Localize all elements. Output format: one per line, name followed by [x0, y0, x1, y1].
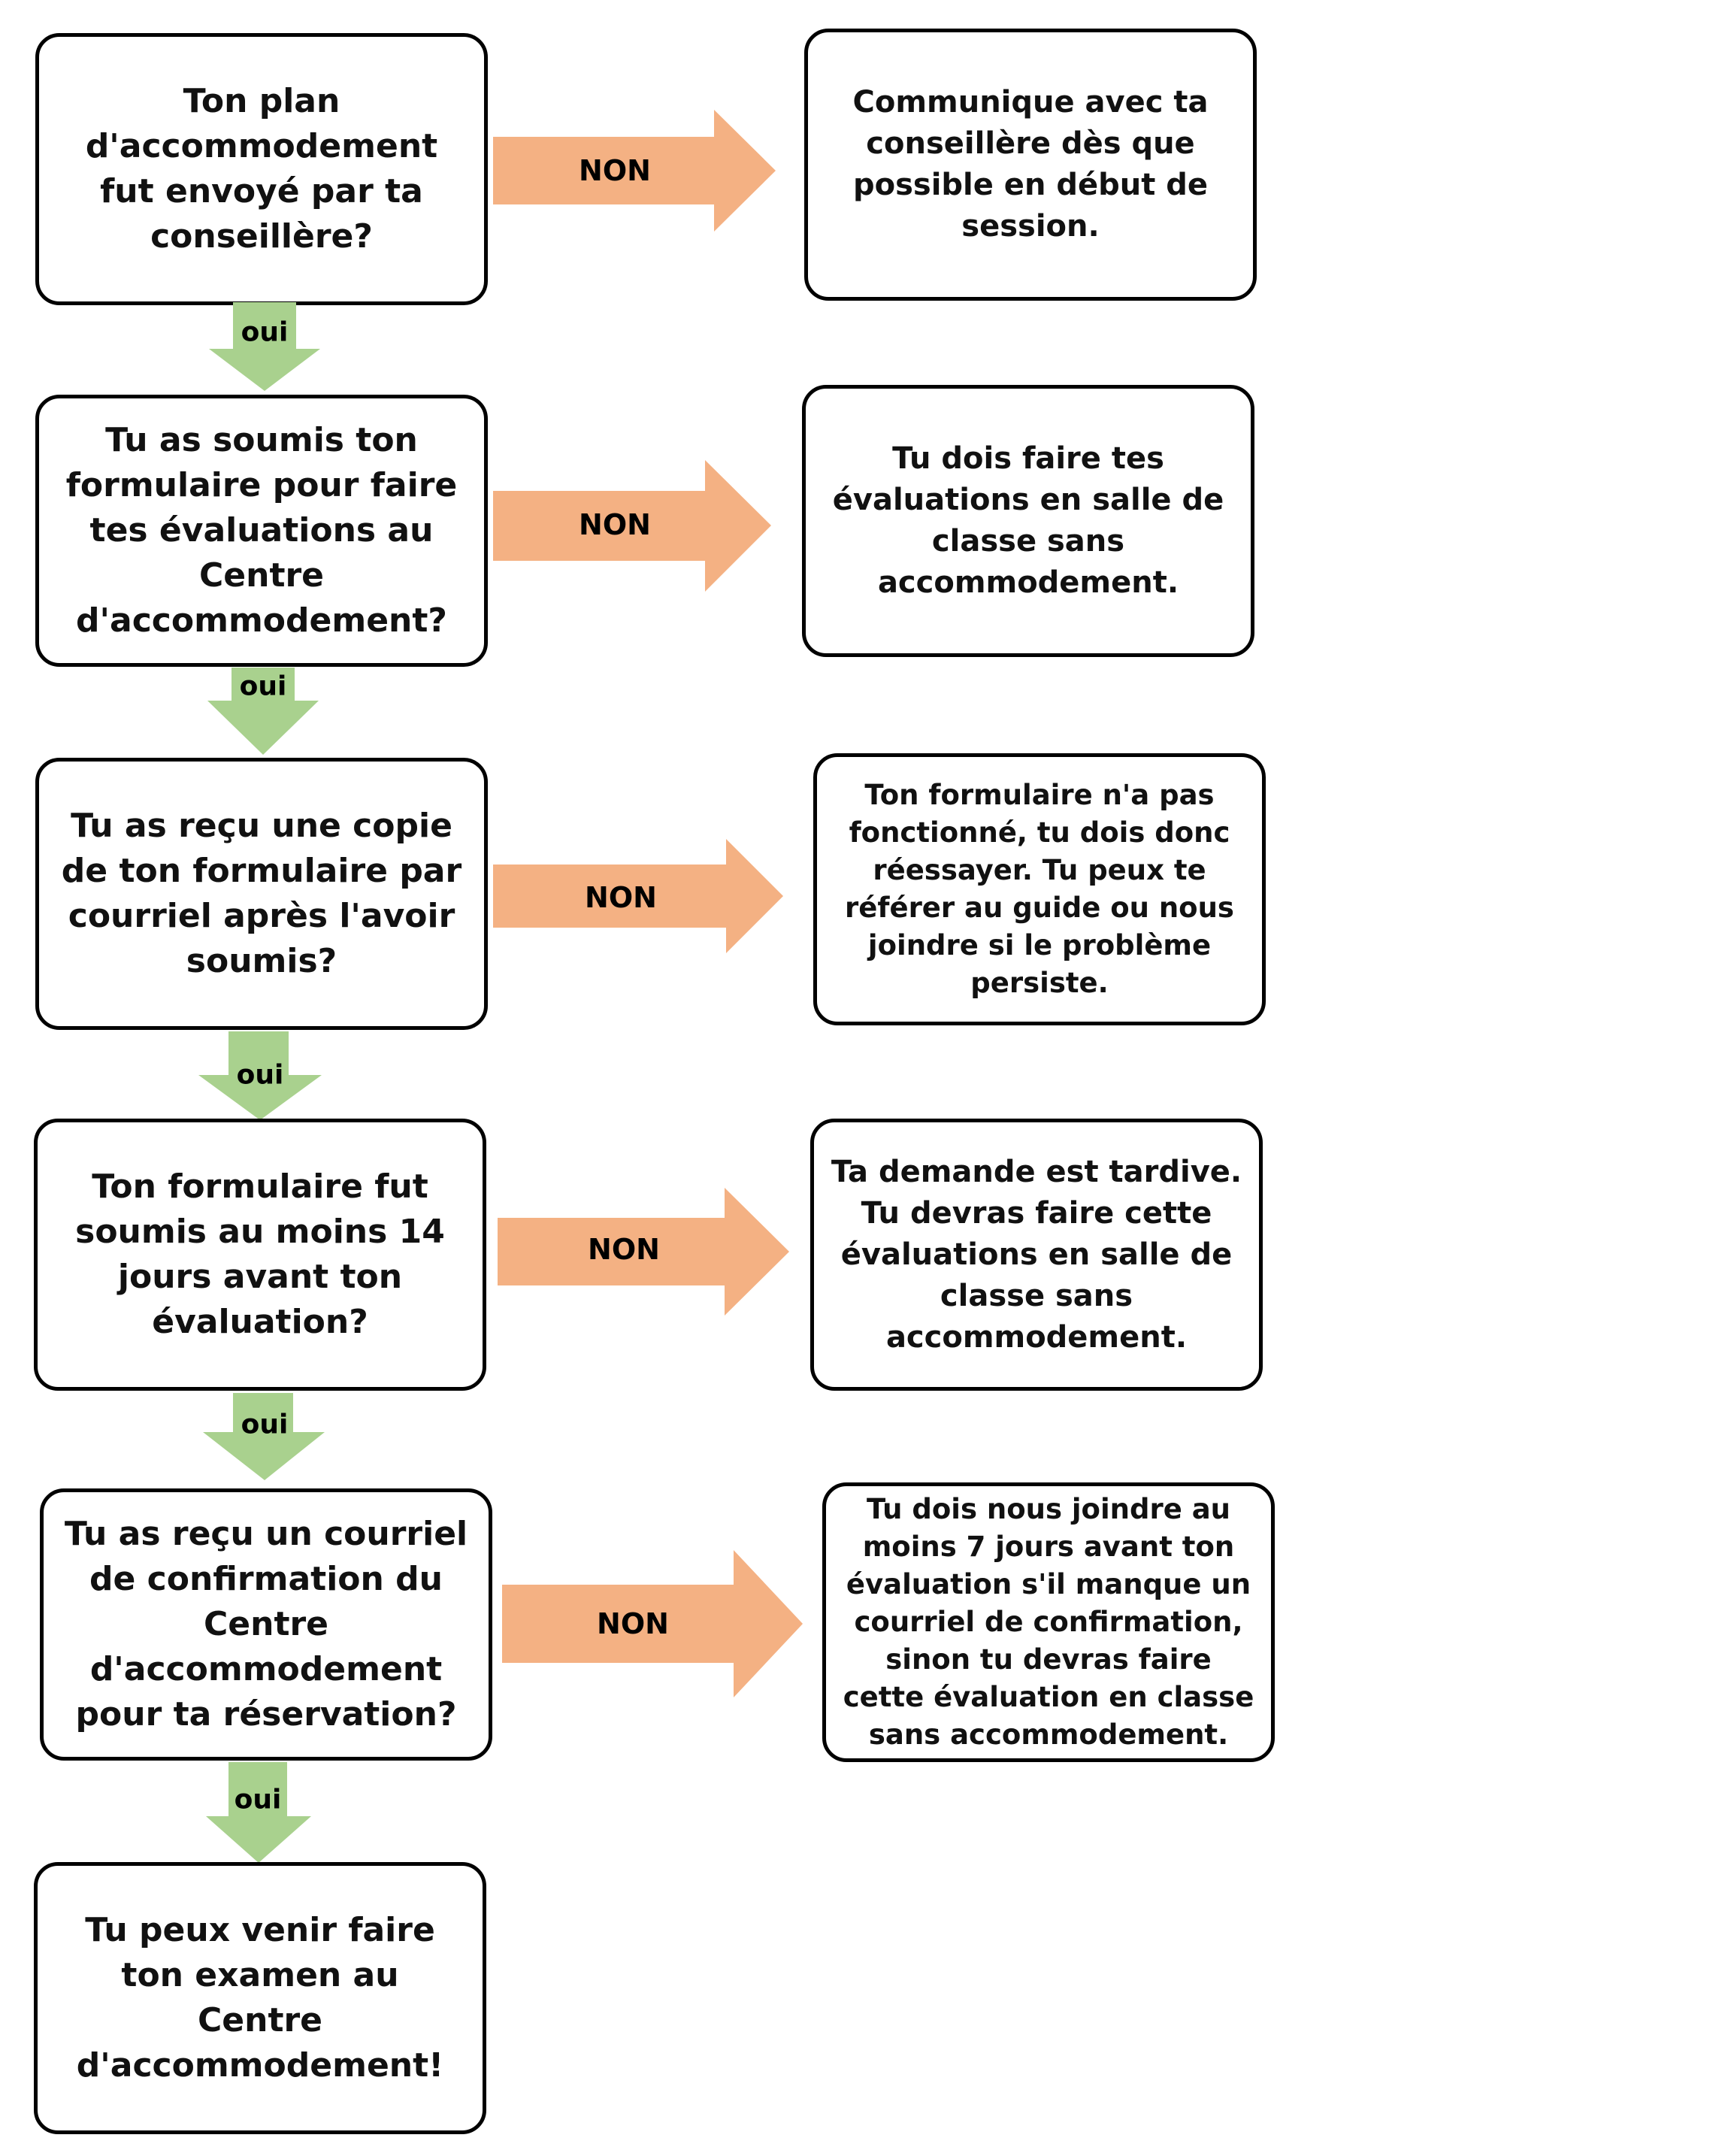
question-box-1: Ton plan d'accommodement fut envoyé par …: [35, 33, 488, 305]
no-arrow-5: [502, 1550, 803, 1697]
yes-label-5: oui: [234, 1784, 282, 1815]
no-label-5: NON: [597, 1607, 669, 1640]
result-text-4: Ta demande est tardive. Tu devras faire …: [831, 1154, 1242, 1355]
yes-arrow-2: [207, 668, 319, 755]
no-label-3: NON: [585, 881, 657, 914]
result-box-1: Communique avec ta conseillère dès que p…: [804, 29, 1257, 301]
result-box-5: Tu dois nous joindre au moins 7 jours av…: [822, 1482, 1275, 1762]
yes-arrow-4: [203, 1393, 325, 1480]
result-text-3: Ton formulaire n'a pas fonctionné, tu do…: [845, 779, 1234, 999]
question-text-2: Tu as soumis ton formulaire pour faire t…: [65, 421, 458, 640]
no-arrow-3: [493, 839, 783, 953]
yes-label-4: oui: [241, 1409, 289, 1440]
result-box-4: Ta demande est tardive. Tu devras faire …: [810, 1119, 1263, 1391]
no-arrow-2: [493, 460, 771, 592]
result-box-2: Tu dois faire tes évaluations en salle d…: [802, 385, 1254, 657]
no-label-1: NON: [579, 154, 651, 187]
result-text-1: Communique avec ta conseillère dès que p…: [852, 85, 1209, 244]
question-box-3: Tu as reçu une copie de ton formulaire p…: [35, 758, 488, 1030]
question-text-1: Ton plan d'accommodement fut envoyé par …: [85, 82, 438, 256]
question-text-5: Tu as reçu un courriel de confirmation d…: [64, 1515, 468, 1734]
result-text-5: Tu dois nous joindre au moins 7 jours av…: [843, 1493, 1254, 1751]
question-box-4: Ton formulaire fut soumis au moins 14 jo…: [34, 1119, 486, 1391]
question-text-3: Tu as reçu une copie de ton formulaire p…: [61, 807, 462, 980]
no-arrow-1: [493, 110, 776, 232]
yes-arrow-1: [209, 302, 320, 391]
no-arrow-4: [498, 1188, 789, 1316]
question-box-2: Tu as soumis ton formulaire pour faire t…: [35, 395, 488, 667]
yes-label-1: oui: [241, 316, 289, 348]
yes-label-3: oui: [236, 1059, 284, 1091]
question-text-4: Ton formulaire fut soumis au moins 14 jo…: [75, 1167, 445, 1341]
final-text: Tu peux venir faire ton examen au Centre…: [76, 1911, 444, 2085]
result-box-3: Ton formulaire n'a pas fonctionné, tu do…: [813, 753, 1266, 1025]
yes-arrow-5: [206, 1762, 311, 1863]
no-label-2: NON: [579, 508, 651, 541]
no-label-4: NON: [588, 1233, 660, 1266]
yes-label-2: oui: [239, 671, 287, 702]
final-box: Tu peux venir faire ton examen au Centre…: [34, 1862, 486, 2134]
result-text-2: Tu dois faire tes évaluations en salle d…: [832, 441, 1224, 600]
yes-arrow-3: [198, 1031, 322, 1120]
question-box-5: Tu as reçu un courriel de confirmation d…: [40, 1488, 492, 1761]
